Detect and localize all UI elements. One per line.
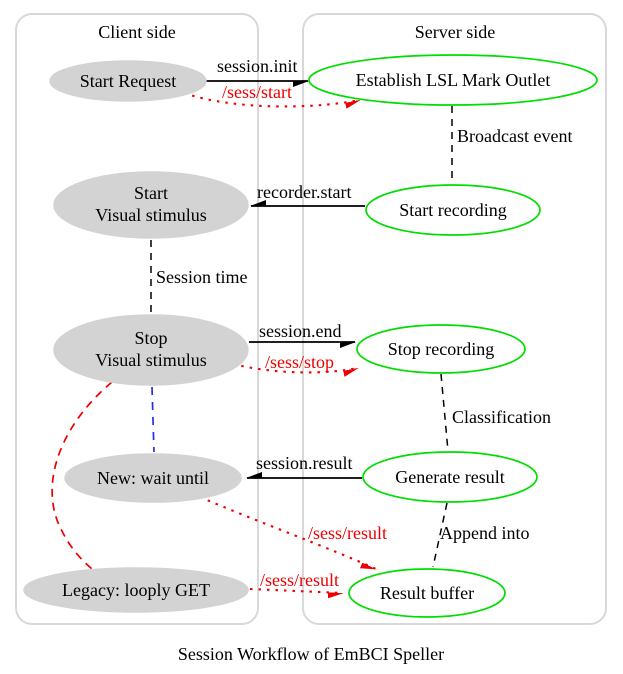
client-cluster-label: Client side: [98, 22, 176, 42]
edge-sess-start-label: /sess/start: [222, 82, 292, 102]
node-establish-lsl-mark-outlet-label: Establish LSL Mark Outlet: [356, 70, 551, 90]
server-cluster-label: Server side: [415, 22, 495, 42]
edge-recorder-start-label: recorder.start: [257, 182, 351, 202]
edge-sess-stop-label: /sess/stop: [265, 352, 334, 372]
node-establish-lsl-mark-outlet: [308, 54, 598, 106]
edge-classification-label: Classification: [452, 407, 551, 427]
node-start-recording: [365, 184, 541, 236]
node-generate-result-label: Generate result: [395, 467, 504, 487]
edge-session-result-label: session.result: [256, 453, 353, 473]
node-start-visual-stimulus-label-line1: Start: [134, 183, 168, 203]
node-result-buffer: [348, 568, 506, 618]
edge-stop-to-new: [151, 386, 155, 453]
node-start-visual-stimulus: [53, 171, 249, 239]
node-generate-result: [362, 451, 538, 503]
edge-stop-to-legacy: [51, 381, 113, 578]
edge-sess-start: [183, 92, 360, 106]
edge-session-init-label: session.init: [217, 56, 298, 76]
node-start-visual-stimulus-label-line2: Visual stimulus: [95, 205, 206, 225]
node-start-request-label: Start Request: [80, 71, 177, 91]
edge-sess-stop: [232, 362, 358, 372]
edge-sess-result-new: [199, 496, 376, 570]
node-legacy-looply-get: [23, 567, 249, 613]
node-new-wait-until-label: New: wait until: [97, 468, 209, 488]
edge-append-into: [432, 502, 448, 568]
edge-session-end-label: session.end: [259, 321, 342, 341]
node-new-wait-until: [64, 453, 242, 503]
edge-append-into-label: Append into: [440, 523, 530, 543]
node-legacy-looply-get-label: Legacy: looply GET: [62, 580, 210, 600]
node-result-buffer-label: Result buffer: [380, 583, 474, 603]
diagram-title: Session Workflow of EmBCI Speller: [178, 644, 444, 664]
node-start-request: [49, 60, 207, 102]
edge-session-time-label: Session time: [156, 267, 248, 287]
node-start-recording-label: Start recording: [399, 200, 506, 220]
edge-sess-result-new-label: /sess/result: [308, 523, 387, 543]
node-stop-recording-label: Stop recording: [388, 339, 494, 359]
edge-sess-result-legacy: [249, 587, 343, 593]
node-stop-visual-stimulus: [53, 314, 249, 386]
node-stop-recording: [356, 324, 526, 374]
node-stop-visual-stimulus-label-line1: Stop: [134, 328, 167, 348]
edge-broadcast-event-label: Broadcast event: [457, 126, 572, 146]
node-stop-visual-stimulus-label-line2: Visual stimulus: [95, 350, 206, 370]
edge-sess-result-legacy-label: /sess/result: [260, 570, 339, 590]
